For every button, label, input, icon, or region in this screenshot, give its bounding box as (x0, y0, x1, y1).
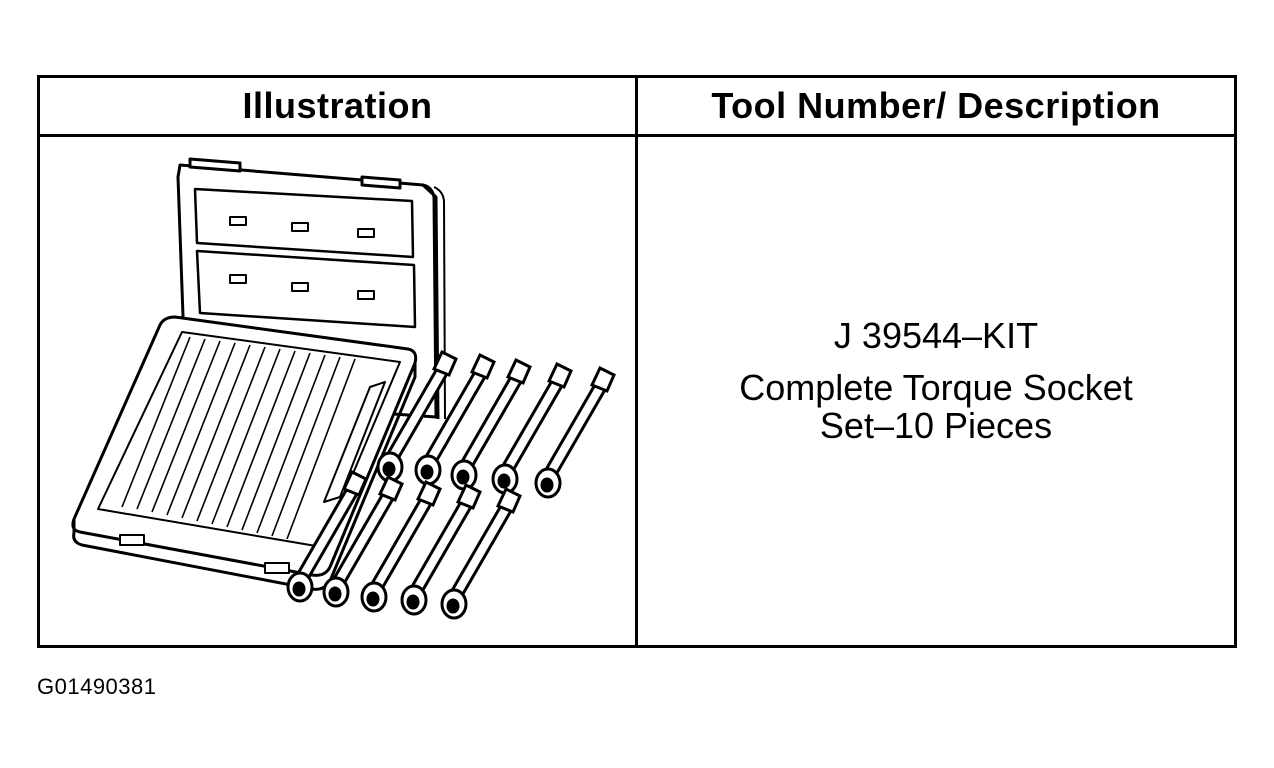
torque-socket-icon (414, 352, 496, 486)
torque-socket-icon (322, 474, 404, 608)
torque-socket-icon (360, 479, 442, 613)
illustration-cell (40, 137, 635, 645)
description-cell: J 39544–KIT Complete Torque Socket Set–1… (638, 137, 1234, 645)
lid-hinge-left (188, 157, 242, 173)
lid-edge (433, 186, 446, 420)
torque-socket-icon (450, 357, 532, 491)
figure-id: G01490381 (37, 674, 157, 699)
tool-description-line-1: Complete Torque Socket (739, 367, 1133, 408)
tool-table: Illustration Tool Number/ Description (37, 75, 1237, 648)
torque-socket-icon (440, 486, 522, 620)
lid-rim (421, 183, 440, 420)
tool-number: J 39544–KIT (833, 315, 1039, 356)
torque-socket-icon (534, 365, 616, 499)
header-tool-description: Tool Number/ Description (711, 85, 1161, 126)
torque-socket-icon (376, 349, 458, 483)
column-divider (635, 78, 638, 645)
torque-socket-icon (286, 469, 368, 603)
tray-handle-slot (323, 381, 386, 503)
header-illustration: Illustration (242, 85, 433, 126)
lid-hinge-right (360, 175, 402, 190)
torque-socket-icon (491, 361, 573, 495)
torque-socket-icon (400, 482, 482, 616)
tool-description-line-2: Set–10 Pieces (819, 405, 1053, 446)
torque-socket-case-icon (71, 157, 616, 620)
